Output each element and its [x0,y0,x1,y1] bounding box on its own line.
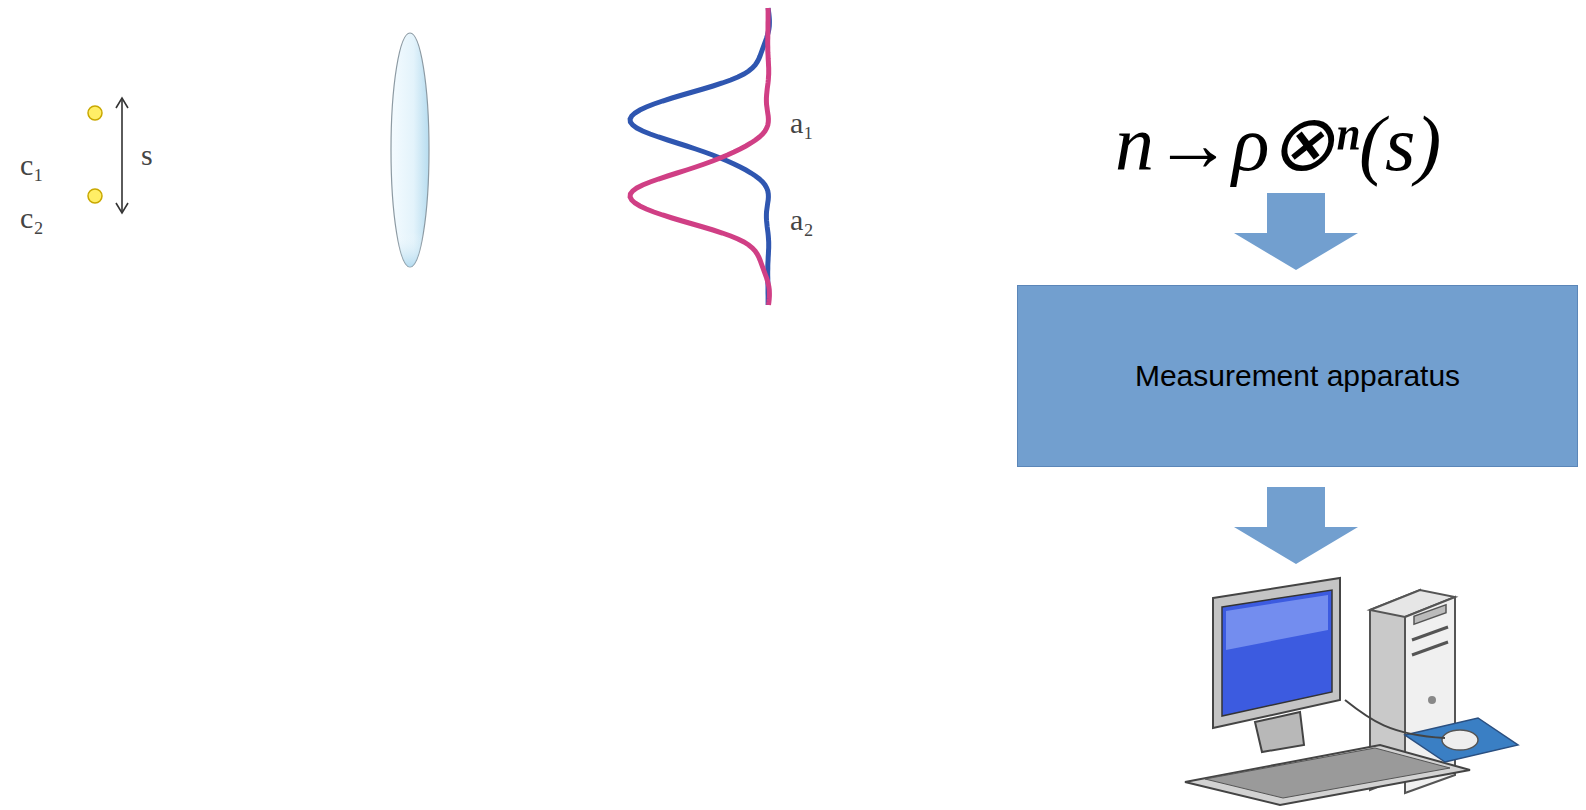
peak-label: a₁ [790,108,814,138]
separation-label: s [141,140,153,170]
separation-arrow [116,98,128,213]
process-box: Measurement apparatus [1017,285,1578,467]
source-label: c₁ [20,150,44,180]
peak-label: a₂ [790,205,814,235]
intensity-curve [630,8,769,305]
computer-icon [1185,578,1518,805]
lens [391,33,429,267]
source-label: c₂ [20,203,44,233]
flow-arrow [1234,193,1358,270]
intensity-curve [630,8,769,305]
box-label: Measurement apparatus [1135,359,1460,393]
source-dot [88,189,102,203]
state-formula: n→ρ⊗ⁿ(s) [1115,105,1441,183]
source-dot [88,106,102,120]
flow-arrow [1234,487,1358,564]
